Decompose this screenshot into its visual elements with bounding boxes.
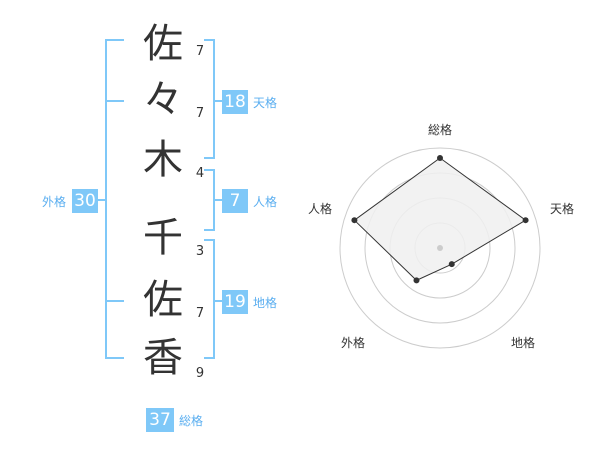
stroke-count-4: 3	[195, 244, 205, 259]
radar-polygon	[353, 157, 527, 281]
radar-point	[413, 277, 420, 284]
jinkaku-value-badge: 7	[222, 189, 248, 213]
soukaku-label: 総格	[179, 414, 204, 428]
name-char-4: 千	[143, 215, 183, 261]
jinkaku-label: 人格	[253, 195, 278, 209]
chikaku-bracket	[204, 239, 215, 359]
gaikaku-value-badge: 30	[72, 189, 98, 213]
radar-point	[437, 155, 443, 161]
name-char-1: 佐	[143, 21, 183, 67]
radar-label-chikaku: 地格	[511, 336, 536, 350]
stroke-count-1: 7	[195, 44, 205, 59]
stroke-count-5: 7	[195, 306, 205, 321]
radar-center	[437, 245, 443, 251]
tenkaku-label: 天格	[253, 96, 278, 110]
radar-point	[448, 261, 455, 268]
radar-ring	[339, 147, 541, 349]
radar-label-gaikaku: 外格	[341, 336, 366, 350]
name-char-5: 佐	[143, 277, 183, 323]
chikaku-label: 地格	[253, 296, 278, 310]
radar-point	[522, 217, 529, 224]
radar-label-tenkaku: 天格	[550, 202, 575, 216]
radar-label-jinkaku: 人格	[308, 202, 333, 216]
stroke-count-2: 7	[195, 106, 205, 121]
radar-label-soukaku: 総格	[428, 123, 453, 137]
stroke-count-3: 4	[195, 166, 205, 181]
name-char-6: 香	[143, 335, 183, 381]
tenkaku-value-badge: 18	[222, 90, 248, 114]
name-char-3: 木	[143, 137, 183, 183]
radar-point	[351, 217, 358, 224]
name-char-2: 々	[143, 77, 183, 123]
soukaku-value-badge: 37	[146, 408, 174, 432]
chikaku-value-badge: 19	[222, 290, 248, 314]
tenkaku-bracket	[204, 39, 215, 159]
gaikaku-label: 外格	[42, 195, 67, 209]
stroke-count-6: 9	[195, 366, 205, 381]
